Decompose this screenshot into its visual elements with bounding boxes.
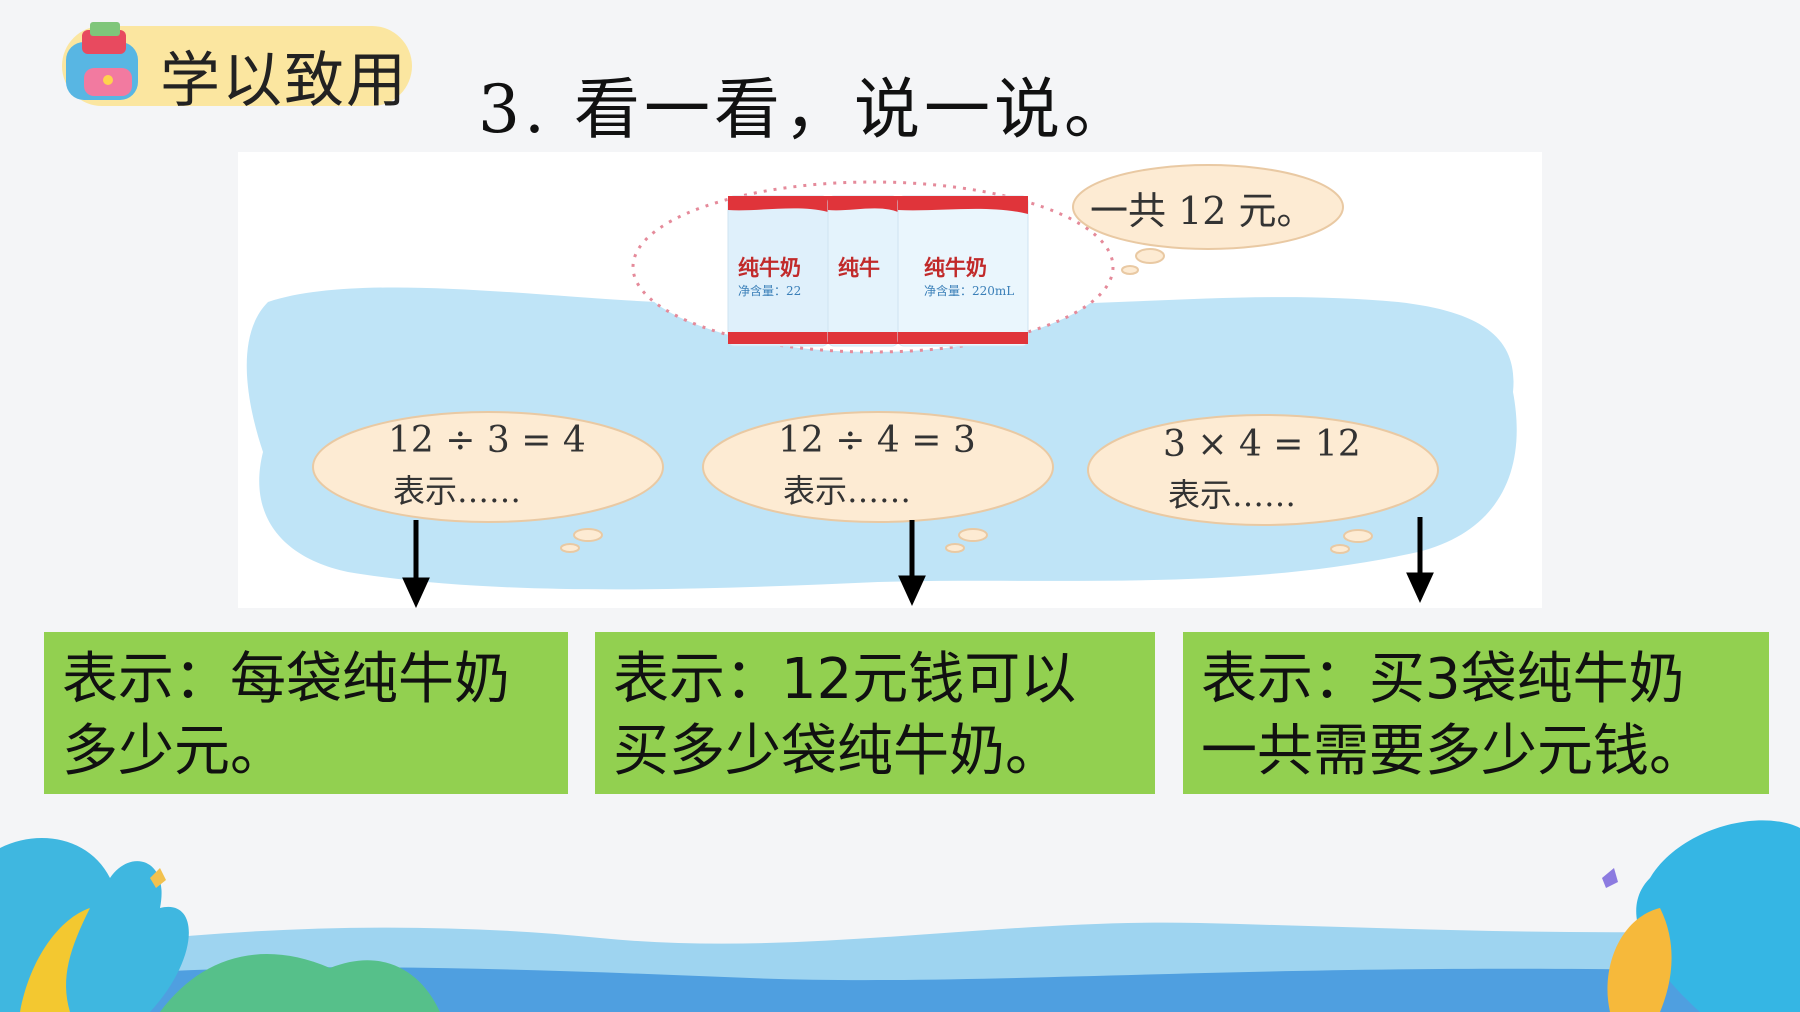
answer-box-3: 表示：买3袋纯牛奶 一共需要多少元钱。 [1183, 632, 1769, 794]
equation-bubble-3 [1087, 414, 1439, 554]
arrow-3-head [1406, 572, 1434, 604]
footer-hill-left [160, 954, 440, 1012]
answer-2-line-2: 买多少袋纯牛奶。 [613, 719, 1061, 784]
equation-bubble-2 [702, 411, 1054, 553]
milk-volume-1: 净含量：22 [738, 284, 802, 298]
equation-3-hint: 表示…… [1168, 476, 1297, 514]
butterfly-left-icon [150, 868, 166, 888]
total-thought-bubble [1072, 164, 1344, 275]
butterfly-right-icon [1602, 868, 1618, 888]
milk-label-3: 纯牛奶 [924, 255, 987, 280]
answer-box-1: 表示：每袋纯牛奶 多少元。 [44, 632, 568, 794]
leaf-orange-icon [1607, 908, 1672, 1012]
answer-2-line-1: 表示：12元钱可以 [613, 647, 1077, 712]
milk-label-1: 纯牛奶 [738, 255, 801, 280]
arrow-1-head [402, 577, 430, 608]
answer-box-2: 表示：12元钱可以 买多少袋纯牛奶。 [595, 632, 1155, 794]
answer-3-line-1: 表示：买3袋纯牛奶 [1201, 647, 1685, 712]
answer-1-line-1: 表示：每袋纯牛奶 [62, 647, 510, 712]
milk-label-2: 纯牛 [838, 255, 880, 280]
equation-2-hint: 表示…… [783, 472, 912, 510]
section-badge-label: 学以致用 [160, 46, 408, 116]
footer-wave-dark [0, 967, 1800, 1012]
page-title: 3. 看一看，说一说。 [478, 71, 1134, 148]
milk-volume-3: 净含量：220mL [924, 284, 1015, 298]
equation-1-expr: 12 ÷ 3 = 4 [388, 420, 586, 461]
leaf-right-icon [1636, 820, 1800, 1012]
equation-2-expr: 12 ÷ 4 = 3 [778, 420, 976, 461]
backpack-icon [66, 22, 138, 100]
equation-bubble-1 [312, 411, 664, 553]
answer-1-line-2: 多少元。 [62, 719, 286, 784]
equation-1-hint: 表示…… [393, 472, 522, 510]
arrow-2-head [898, 575, 926, 607]
footer-decoration [0, 820, 1800, 1012]
answer-3-line-2: 一共需要多少元钱。 [1201, 719, 1705, 784]
equation-3-expr: 3 × 4 = 12 [1163, 424, 1361, 465]
milk-bags-icon [727, 195, 1029, 347]
illustration-panel: 一共 12 元。 纯牛奶 纯牛 纯牛奶 净含量：22 净含量：220mL 12 … [238, 152, 1542, 608]
leaf-yellow-icon [20, 908, 90, 1012]
total-bubble-text: 一共 12 元。 [1090, 189, 1315, 233]
illustration-drawing [246, 164, 1517, 608]
